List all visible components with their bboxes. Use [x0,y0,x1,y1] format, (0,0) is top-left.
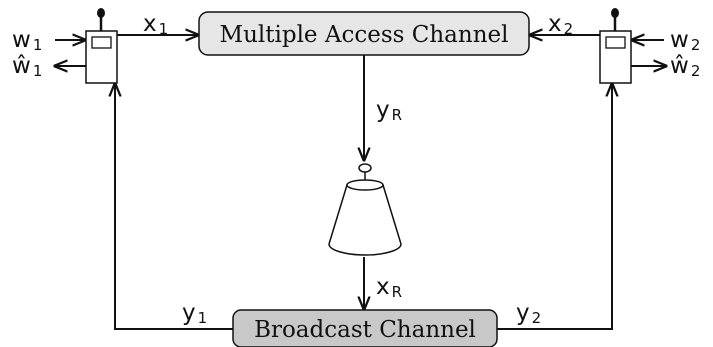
y2-link-arrow [497,84,612,330]
multiple-access-channel-block: Multiple Access Channel [198,11,530,56]
radio-terminal-icon [599,8,632,84]
relay-antenna-icon [328,163,402,256]
mac-label: Multiple Access Channel [220,22,509,48]
broadcast-channel-block: Broadcast Channel [232,309,498,347]
bc-label: Broadcast Channel [254,317,476,343]
y1-link-arrow [115,84,233,330]
radio-terminal-icon [85,8,118,84]
